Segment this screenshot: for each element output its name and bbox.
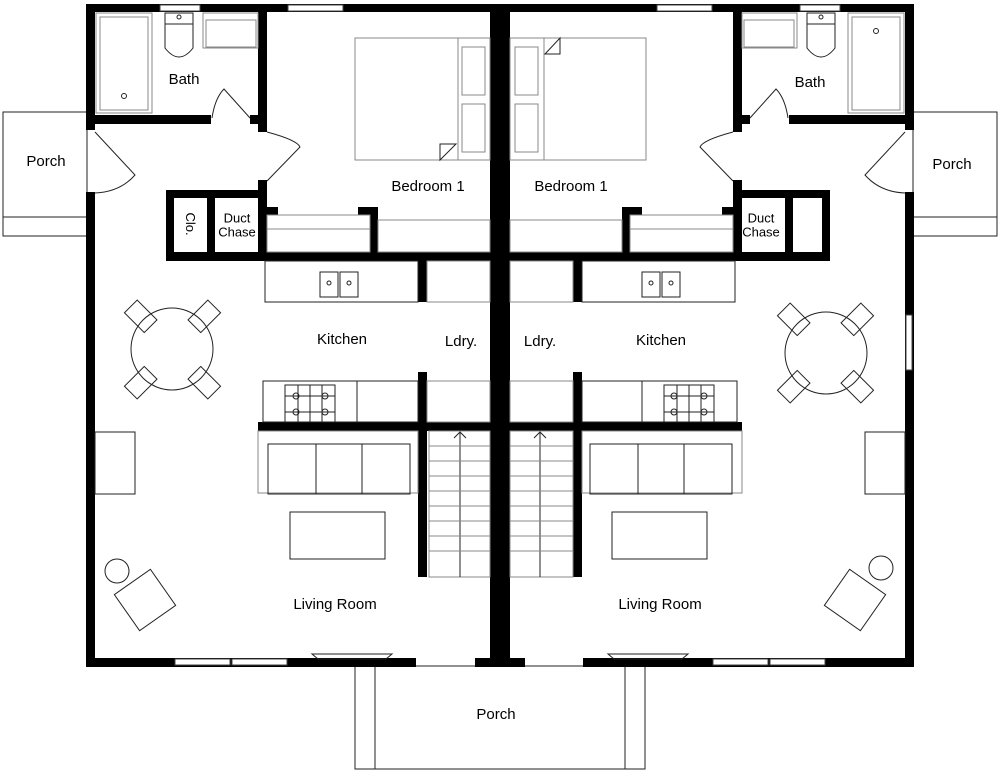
right-kitchen-label: Kitchen [635, 332, 687, 350]
left-kitchen-fixtures [262, 260, 491, 423]
right-porch-outline [912, 111, 998, 237]
right-laundry-label: Ldry. [523, 333, 557, 351]
left-bath-fixtures [95, 12, 259, 114]
left-bed [354, 37, 491, 162]
front-porch-label: Porch [476, 706, 516, 724]
right-living-room-label: Living Room [618, 596, 702, 614]
left-bath-label: Bath [168, 71, 200, 89]
left-interior-walls [86, 4, 490, 577]
right-bedroom-label: Bedroom 1 [534, 178, 608, 196]
left-porch-outline [2, 111, 88, 237]
left-duct-chase-label: Duct Chase [218, 210, 256, 239]
right-bath-fixtures [741, 12, 905, 114]
right-bed [509, 36, 647, 161]
right-bath-label: Bath [794, 74, 826, 92]
stairs [428, 430, 574, 578]
right-porch-label: Porch [932, 156, 972, 174]
right-living-furniture [581, 430, 906, 632]
right-kitchen-fixtures [509, 260, 738, 423]
right-dining-table [776, 302, 875, 404]
windows [159, 4, 913, 666]
left-dining-table [123, 299, 222, 400]
left-living-room-label: Living Room [293, 596, 377, 614]
left-living-furniture [94, 430, 419, 632]
right-interior-walls [510, 4, 914, 577]
right-duct-chase-label: Duct Chase [742, 210, 780, 239]
left-laundry-label: Ldry. [444, 333, 478, 351]
bedroom-closets [266, 214, 734, 253]
left-closet-label: Clo. [182, 212, 198, 236]
left-bedroom-label: Bedroom 1 [391, 178, 465, 196]
door-swings [94, 88, 906, 194]
left-porch-label: Porch [26, 153, 66, 171]
left-kitchen-label: Kitchen [316, 331, 368, 349]
